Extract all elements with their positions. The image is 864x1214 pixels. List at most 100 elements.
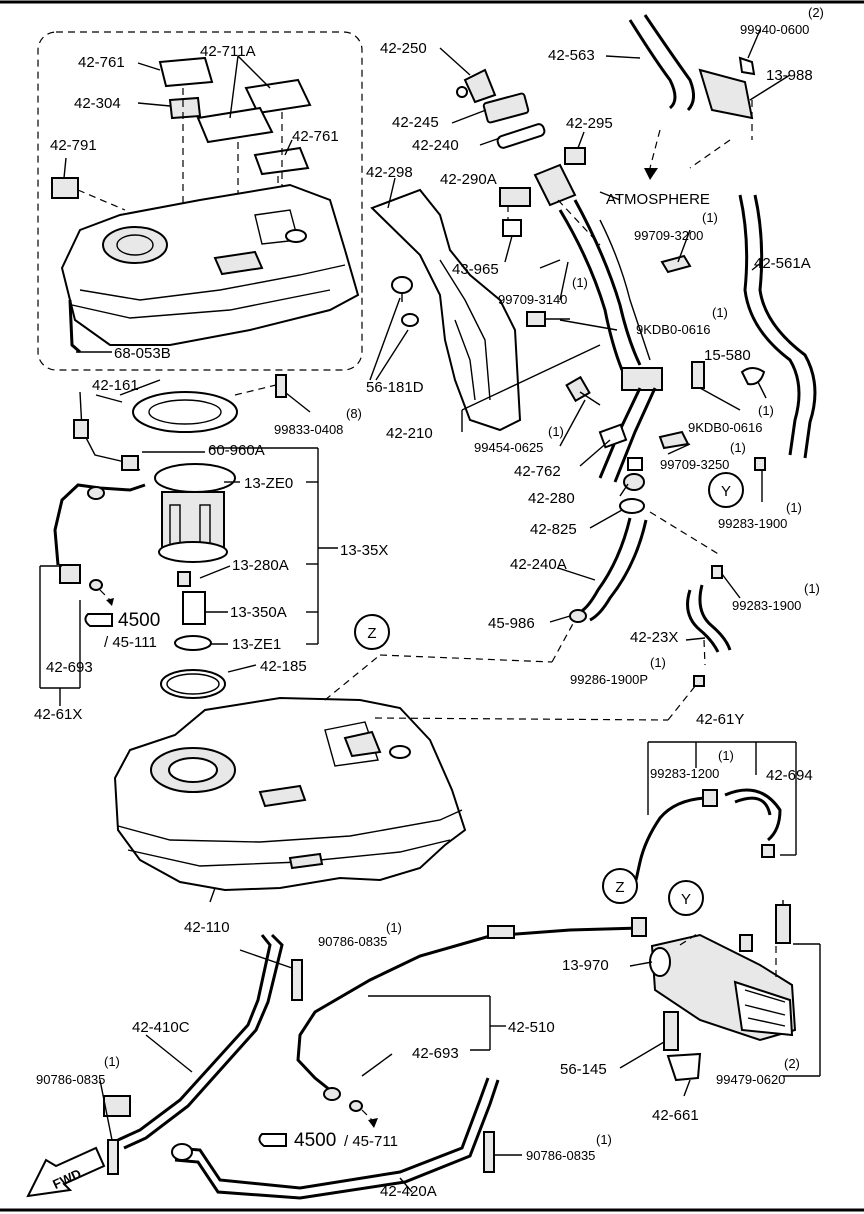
label-atmosphere: ATMOSPHERE xyxy=(606,191,710,208)
pipe-42-61y xyxy=(634,796,706,881)
valve-42-290a xyxy=(499,187,531,207)
label-42-280: 42-280 xyxy=(528,490,575,507)
qty-99283-b: (1) xyxy=(804,581,820,596)
vapor-line-42-510 xyxy=(296,926,641,1092)
gasket-42-185 xyxy=(160,669,226,699)
clip-42-295 xyxy=(564,147,586,165)
clip-56-181d-b xyxy=(401,313,419,327)
inset-fuel-tank xyxy=(60,183,360,346)
label-99709-3140: 99709-3140 xyxy=(498,292,567,307)
filter-13-350a xyxy=(182,591,206,625)
label-56-181d: 56-181D xyxy=(366,379,424,396)
label-99940: 99940-0600 xyxy=(740,22,809,37)
label-42-61y: 42-61Y xyxy=(696,711,744,728)
qty-99940: (2) xyxy=(808,5,824,20)
label-42-23x: 42-23X xyxy=(630,629,678,646)
label-99286: 99286-1900P xyxy=(570,672,648,687)
label-99833: 99833-0408 xyxy=(274,422,343,437)
bolt-9kdb0-b xyxy=(691,361,705,389)
label-60-960a: 60-960A xyxy=(208,442,265,459)
label-42-711a: 42-711A xyxy=(200,43,256,60)
hose-42-23x-group xyxy=(685,565,741,687)
label-42-240: 42-240 xyxy=(412,137,459,154)
inset-frame xyxy=(37,31,363,371)
hose-42-561a xyxy=(738,194,801,456)
label-99709-3250: 99709-3250 xyxy=(660,457,729,472)
bracket-42-661 xyxy=(666,1052,702,1082)
canister-group xyxy=(619,900,821,1097)
bolt-90786-b xyxy=(107,1139,119,1175)
label-15-580: 15-580 xyxy=(704,347,751,364)
marker-z-top xyxy=(354,614,390,650)
fuel-tank-group xyxy=(113,511,721,903)
qty-90786-a: (1) xyxy=(386,920,402,935)
qty-9kdb0-b: (1) xyxy=(758,403,774,418)
label-42-240a: 42-240A xyxy=(510,556,567,573)
filler-neck-bracket xyxy=(621,367,663,391)
label-42-295: 42-295 xyxy=(566,115,613,132)
filler-pipe-group xyxy=(461,191,817,623)
retainer-ring-42-161 xyxy=(132,391,238,433)
label-99479: 99479-0620 xyxy=(716,1072,785,1087)
clamp-99283-b xyxy=(711,565,723,579)
clip-42-791 xyxy=(51,177,79,199)
qty-99454: (1) xyxy=(548,424,564,439)
qty-99283-a: (1) xyxy=(786,500,802,515)
label-42-661: 42-661 xyxy=(652,1107,699,1124)
label-42-420a: 42-420A xyxy=(380,1183,437,1200)
seal-43-965 xyxy=(502,219,522,237)
marker-y-top xyxy=(708,472,744,508)
qty-99479: (2) xyxy=(784,1056,800,1071)
label-9kdb0-b: 9KDB0-0616 xyxy=(688,420,762,435)
shield-pad-42-304 xyxy=(168,96,202,120)
qty-90786-c: (1) xyxy=(596,1132,612,1147)
label-42-245: 42-245 xyxy=(392,114,439,131)
fuel-pump-group xyxy=(39,374,338,706)
hose-42-694 xyxy=(761,844,775,858)
clip-99709-3200 xyxy=(660,254,692,274)
label-68-053b: 68-053B xyxy=(114,345,171,362)
label-42-694: 42-694 xyxy=(766,767,813,784)
label-13-350a: 13-350A xyxy=(230,604,287,621)
clip-15-580 xyxy=(740,367,766,386)
label-42-298: 42-298 xyxy=(366,164,413,181)
label-13-35x: 13-35X xyxy=(340,542,388,559)
ring-42-825 xyxy=(619,498,645,514)
ref-45-111: / 45-111 xyxy=(104,634,157,651)
vent-valve-group xyxy=(439,14,791,263)
heat-insulator-42-298 xyxy=(370,188,522,432)
qty-99709-3200: (1) xyxy=(702,210,718,225)
qty-99709-3250: (1) xyxy=(730,440,746,455)
bolt-90786-a xyxy=(291,959,303,1001)
label-99283-b: 99283-1900 xyxy=(732,598,801,613)
clamp-99283-a xyxy=(754,457,766,471)
shield-pad-42-761-top xyxy=(158,56,214,88)
label-42-304: 42-304 xyxy=(74,95,121,112)
filler-pipe-42-210 xyxy=(558,209,624,371)
clamp-99283-1200 xyxy=(702,789,718,807)
label-13-ze1: 13-ZE1 xyxy=(232,636,281,653)
valve-42-245 xyxy=(482,92,530,124)
label-42-510: 42-510 xyxy=(508,1019,555,1036)
label-42-693a: 42-693 xyxy=(46,659,93,676)
hose-42-61y-group xyxy=(634,741,797,881)
label-99283-a: 99283-1900 xyxy=(718,516,787,531)
clip-56-181d-a xyxy=(391,276,413,294)
label-42-761a: 42-761 xyxy=(78,54,125,71)
grommet-42-280 xyxy=(623,473,645,491)
marker-label-z-top: Z xyxy=(367,625,376,642)
ref-4500-a: 4500 xyxy=(118,610,160,631)
label-42-250: 42-250 xyxy=(380,40,427,57)
label-42-791: 42-791 xyxy=(50,137,97,154)
inset-pump-opening xyxy=(102,226,168,264)
qty-99833: (8) xyxy=(346,406,362,421)
marker-z-bottom xyxy=(602,868,638,904)
label-42-825: 42-825 xyxy=(530,521,577,538)
label-13-970: 13-970 xyxy=(562,957,609,974)
hose-42-23x xyxy=(686,589,720,653)
clip-42-693-b xyxy=(349,1100,363,1112)
qty-90786-b: (1) xyxy=(104,1054,120,1069)
shield-42-298-group xyxy=(369,177,522,432)
hand-pointer-icon-b xyxy=(258,1133,287,1147)
